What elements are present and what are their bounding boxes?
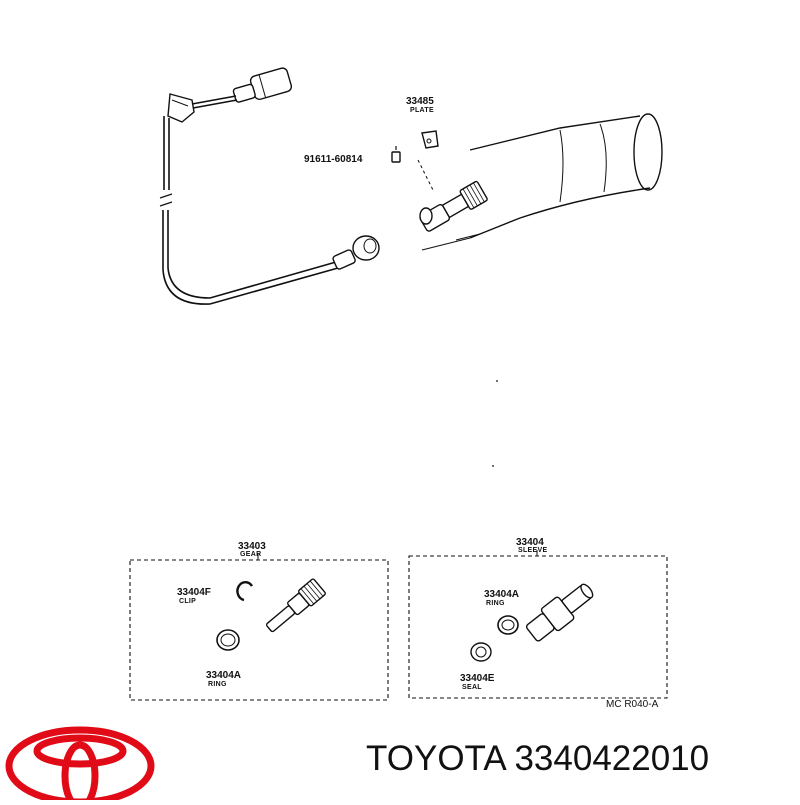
- plate-part-number: 33485: [406, 96, 434, 107]
- sleeve-part-name: SLEEVE: [518, 547, 547, 554]
- clip-part-name: CLIP: [179, 598, 196, 605]
- bolt-part: [391, 146, 401, 163]
- sleeve-part-number: 33404: [516, 537, 544, 548]
- seal-part-number: 33404E: [460, 673, 495, 684]
- gear-part-name: GEAR: [240, 551, 261, 558]
- toyota-logo-icon: [5, 726, 155, 805]
- gear-part-number: 33403: [238, 541, 266, 552]
- sleeve-kit-box: [408, 550, 668, 699]
- gear-kit-box: [129, 554, 389, 701]
- plate-leader-line: [417, 159, 435, 193]
- sleeve-ring-part-number: 33404A: [484, 589, 519, 600]
- gear-ring-part-number: 33404A: [206, 670, 241, 681]
- sleeve-ring-part-name: RING: [486, 600, 505, 607]
- speck: [496, 380, 498, 382]
- seal-part-name: SEAL: [462, 684, 482, 691]
- transmission-housing: [421, 113, 663, 251]
- diagram-code: MC R040-A: [606, 699, 659, 710]
- plate-part-name: PLATE: [410, 107, 434, 114]
- brand-part-caption: TOYOTA 3340422010: [366, 739, 710, 778]
- plate-part: [421, 130, 439, 149]
- speck: [492, 465, 494, 467]
- gear-ring-part-name: RING: [208, 681, 227, 688]
- speedometer-cable: [159, 67, 380, 305]
- clip-part-number: 33404F: [177, 587, 211, 598]
- bolt-part-number: 91611-60814: [304, 154, 363, 165]
- driven-gear-assembly: [419, 180, 488, 232]
